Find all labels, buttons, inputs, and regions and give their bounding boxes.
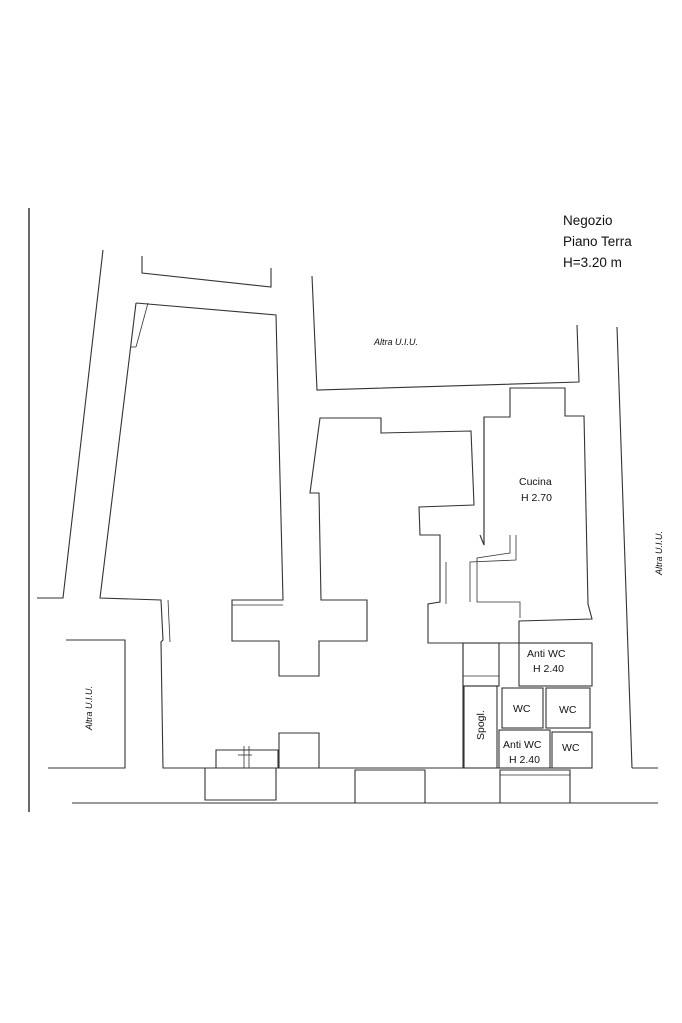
shop-left-pillar	[135, 302, 149, 348]
entrance-frame-a	[215, 749, 279, 768]
spogl-room	[463, 685, 498, 769]
header-line-2: Piano Terra	[563, 234, 632, 249]
antiwc-top-label: Anti WC	[527, 648, 566, 660]
threshold-a	[204, 768, 277, 801]
threshold-b	[354, 769, 426, 803]
antiwc-bottom-room	[498, 729, 551, 769]
neighbor-top-right-outline	[311, 275, 580, 391]
service-block-outline	[278, 642, 464, 769]
cucina-partition-b	[469, 535, 517, 602]
wc2-room	[545, 687, 591, 729]
antiwc-bottom-label: Anti WC	[503, 739, 542, 751]
street-numbers: Civ. 9 Civ. 9A Civ. 9B	[272, 813, 598, 823]
shop-left-jamb	[167, 599, 171, 643]
street-number-a: Civ. 9	[272, 813, 294, 823]
wc3-room	[551, 731, 593, 769]
header-line-3: H=3.20 m	[563, 255, 622, 270]
plan-header: Negozio Piano Terra H=3.20 m	[563, 213, 632, 270]
cucina-label: Cucina	[519, 476, 552, 488]
neighbor-left-label: Altra U.I.U.	[84, 686, 94, 731]
header-line-1: Negozio	[563, 213, 613, 228]
shop-left-wall	[99, 302, 205, 769]
shop-outer-wall	[135, 302, 593, 677]
left-outer-wall	[37, 249, 104, 599]
cucina-partition	[476, 535, 521, 618]
right-neighbor-wall	[616, 326, 633, 769]
antiwc-top-room	[518, 642, 593, 687]
wc2-label: WC	[559, 704, 577, 716]
street-number-b: Civ. 9A	[424, 813, 452, 823]
neighbor-top-label: Altra U.I.U.	[373, 337, 418, 347]
neighbor-left-outline	[48, 639, 126, 769]
wc1-label: WC	[513, 703, 531, 715]
cucina-height: H 2.70	[521, 492, 552, 504]
spogl-label: Spogl.	[475, 710, 487, 740]
corridor-room	[462, 642, 500, 687]
neighbor-right-label: Altra U.I.U.	[654, 531, 664, 576]
wc1-room	[501, 687, 544, 729]
threshold-c	[499, 769, 571, 803]
antiwc-bottom-height: H 2.40	[509, 754, 540, 766]
street-number-c: Civ. 9B	[570, 813, 598, 823]
wc3-label: WC	[562, 742, 580, 754]
antiwc-top-height: H 2.40	[533, 663, 564, 675]
neighbor-top-outline	[141, 256, 272, 288]
